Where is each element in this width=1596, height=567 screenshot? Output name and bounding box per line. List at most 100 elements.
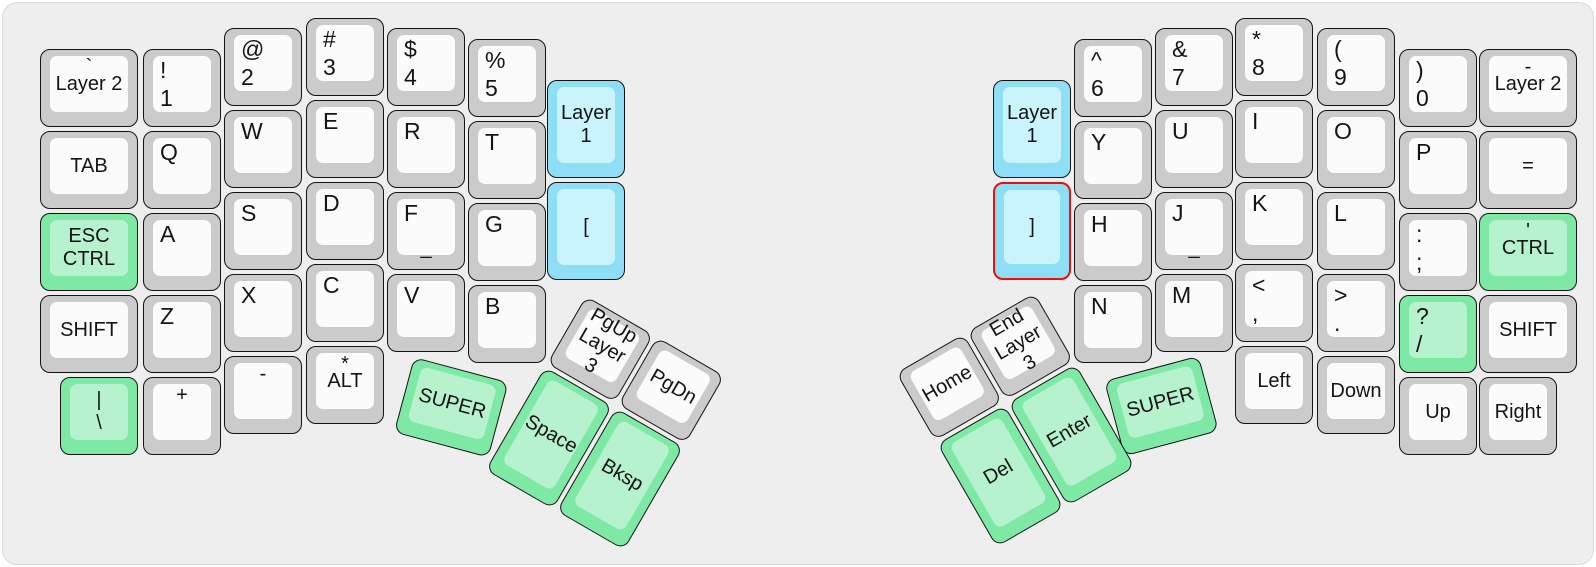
key-j[interactable]: J_ [1155, 192, 1233, 270]
key-arrow-right[interactable]: Right [1479, 377, 1557, 455]
key-b[interactable]: B [468, 285, 546, 363]
key-at-2[interactable]: @2 [224, 28, 302, 106]
key-greater-period[interactable]: >. [1317, 274, 1395, 352]
key-x[interactable]: X [224, 274, 302, 352]
key-hash-3[interactable]: #3 [306, 18, 384, 96]
key-label: * [1252, 26, 1261, 52]
key-layer2-left[interactable]: `Layer 2 [40, 49, 138, 127]
key-plus[interactable]: + [143, 377, 221, 455]
keycap-top: B [478, 292, 536, 348]
key-label: R [404, 118, 421, 144]
key-paren-0[interactable]: )0 [1399, 49, 1477, 127]
key-label: O [1334, 118, 1352, 144]
key-caret-6[interactable]: ^6 [1074, 39, 1152, 117]
key-arrow-up[interactable]: Up [1399, 377, 1477, 455]
key-label: T [485, 129, 500, 155]
key-label: TAB [70, 154, 108, 177]
key-label: PgDn [646, 364, 701, 409]
keycap-top: R [397, 117, 455, 173]
keycap-top: - [234, 363, 292, 419]
key-less-comma[interactable]: <, [1235, 264, 1313, 342]
key-asterisk-alt[interactable]: *ALT [306, 346, 384, 424]
key-question-slash[interactable]: ?/ [1399, 295, 1477, 373]
key-w[interactable]: W [224, 110, 302, 188]
key-left-bracket[interactable]: [ [547, 182, 625, 280]
key-label: < [1252, 272, 1266, 298]
keycap-top: N [1084, 292, 1142, 348]
key-amp-7[interactable]: &7 [1155, 28, 1233, 106]
keycap-top: SUPER [1115, 364, 1206, 440]
key-label: = [1522, 154, 1534, 177]
key-label: V [404, 282, 420, 308]
keycap-top: >. [1327, 281, 1385, 337]
key-label: - [259, 363, 267, 385]
key-shift-left[interactable]: SHIFT [40, 295, 138, 373]
key-label: M [1172, 282, 1192, 308]
key-e[interactable]: E [306, 100, 384, 178]
key-c[interactable]: C [306, 264, 384, 342]
key-minus-left[interactable]: - [224, 356, 302, 434]
key-p[interactable]: P [1399, 131, 1477, 209]
key-label: + [176, 384, 188, 406]
key-paren-9[interactable]: (9 [1317, 28, 1395, 106]
key-label: ( [1334, 36, 1342, 62]
key-label: S [241, 200, 257, 226]
key-exclaim-1[interactable]: !1 [143, 49, 221, 127]
key-layer1-right[interactable]: Layer 1 [993, 80, 1071, 178]
key-m[interactable]: M [1155, 274, 1233, 352]
key-label: CTRL [1501, 236, 1555, 259]
key-o[interactable]: O [1317, 110, 1395, 188]
key-label: , [1252, 300, 1259, 326]
key-shift-right[interactable]: SHIFT [1479, 295, 1577, 373]
key-r[interactable]: R [387, 110, 465, 188]
key-label: SHIFT [1499, 318, 1557, 341]
key-right-bracket[interactable]: ] [993, 182, 1071, 280]
key-z[interactable]: Z [143, 295, 221, 373]
key-percent-5[interactable]: %5 [468, 39, 546, 117]
key-layer1-left[interactable]: Layer 1 [547, 80, 625, 178]
key-label: * [341, 353, 349, 375]
key-u[interactable]: U [1155, 110, 1233, 188]
key-g[interactable]: G [468, 203, 546, 281]
key-f[interactable]: F_ [387, 192, 465, 270]
key-label: / [1416, 331, 1423, 357]
key-label: Down [1330, 379, 1382, 402]
keycap-top: Left [1245, 353, 1303, 409]
key-t[interactable]: T [468, 121, 546, 199]
key-q[interactable]: Q [143, 131, 221, 209]
keycap-top: Q [153, 138, 211, 194]
key-label: C [323, 272, 340, 298]
key-d[interactable]: D [306, 182, 384, 260]
key-label: > [1334, 282, 1348, 308]
key-label: ALT [327, 369, 363, 392]
key-esc-ctrl[interactable]: ESC CTRL [40, 213, 138, 291]
key-k[interactable]: K [1235, 182, 1313, 260]
key-l[interactable]: L [1317, 192, 1395, 270]
keycap-top: (9 [1327, 35, 1385, 91]
key-super-left[interactable]: SUPER [393, 357, 509, 458]
key-super-right[interactable]: SUPER [1104, 355, 1219, 457]
keycap-top: :; [1409, 220, 1467, 276]
key-arrow-left[interactable]: Left [1235, 346, 1313, 424]
key-equals[interactable]: = [1479, 131, 1577, 209]
key-h[interactable]: H [1074, 203, 1152, 281]
keycap-top: P [1409, 138, 1467, 194]
key-a[interactable]: A [143, 213, 221, 291]
key-asterisk-8[interactable]: *8 [1235, 18, 1313, 96]
key-y[interactable]: Y [1074, 121, 1152, 199]
key-n[interactable]: N [1074, 285, 1152, 363]
key-dollar-4[interactable]: $4 [387, 28, 465, 106]
key-tab[interactable]: TAB [40, 131, 138, 209]
key-pipe-backslash[interactable]: | \ [60, 377, 138, 455]
key-arrow-down[interactable]: Down [1317, 356, 1395, 434]
key-s[interactable]: S [224, 192, 302, 270]
key-label: ; [1416, 249, 1423, 275]
key-i[interactable]: I [1235, 100, 1313, 178]
key-label: Layer 2 [55, 72, 123, 95]
keycap-top: O [1327, 117, 1385, 173]
key-quote-ctrl[interactable]: 'CTRL [1479, 213, 1577, 291]
key-v[interactable]: V [387, 274, 465, 352]
key-minus-layer2[interactable]: -Layer 2 [1479, 49, 1577, 127]
key-colon-semi[interactable]: :; [1399, 213, 1477, 291]
